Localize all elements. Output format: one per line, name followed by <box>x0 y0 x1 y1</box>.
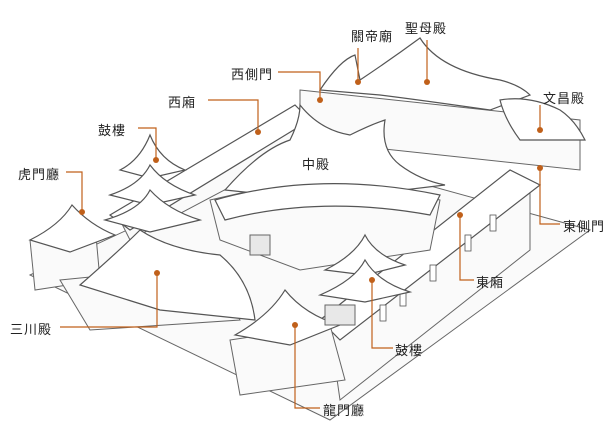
sanchuan-roof <box>78 229 256 321</box>
label-west-side-gate: 西側門 <box>231 68 274 83</box>
label-middle-hall: 中殿 <box>302 158 331 173</box>
label-sanchuan-hall: 三川殿 <box>10 323 53 338</box>
label-drum-tower-west: 鼓樓 <box>98 124 127 139</box>
label-dragon-gate-hall: 龍門廳 <box>323 404 366 419</box>
west-drum-tower-roof-3 <box>102 188 203 233</box>
west-drum-tower-roof-1 <box>118 133 188 179</box>
label-drum-tower-east: 鼓樓 <box>395 344 424 359</box>
east-drum-tower-roof-2 <box>317 258 413 303</box>
label-guandi-temple: 關帝廟 <box>351 30 394 45</box>
east-drum-tower-roof-1 <box>322 233 408 276</box>
label-east-wing: 東廂 <box>476 276 505 291</box>
leader-lines <box>60 40 560 409</box>
shengmu-roof <box>318 37 532 111</box>
label-wenchang-hall: 文昌殿 <box>543 92 586 107</box>
front-steps <box>324 304 356 326</box>
label-west-wing: 西廂 <box>168 96 197 111</box>
label-tiger-gate-hall: 虎門廳 <box>18 168 61 183</box>
west-drum-tower-roof-2 <box>107 163 198 206</box>
label-east-side-gate: 東側門 <box>563 220 606 235</box>
middle-hall-roof <box>223 103 446 201</box>
tiger-gate-roof <box>28 203 117 253</box>
wenchang-roof <box>499 98 586 141</box>
stairs <box>249 234 271 256</box>
middle-hall-lower-roof <box>214 183 441 221</box>
label-shengmu-hall: 聖母殿 <box>405 22 448 37</box>
east-wing-windows <box>379 214 497 322</box>
